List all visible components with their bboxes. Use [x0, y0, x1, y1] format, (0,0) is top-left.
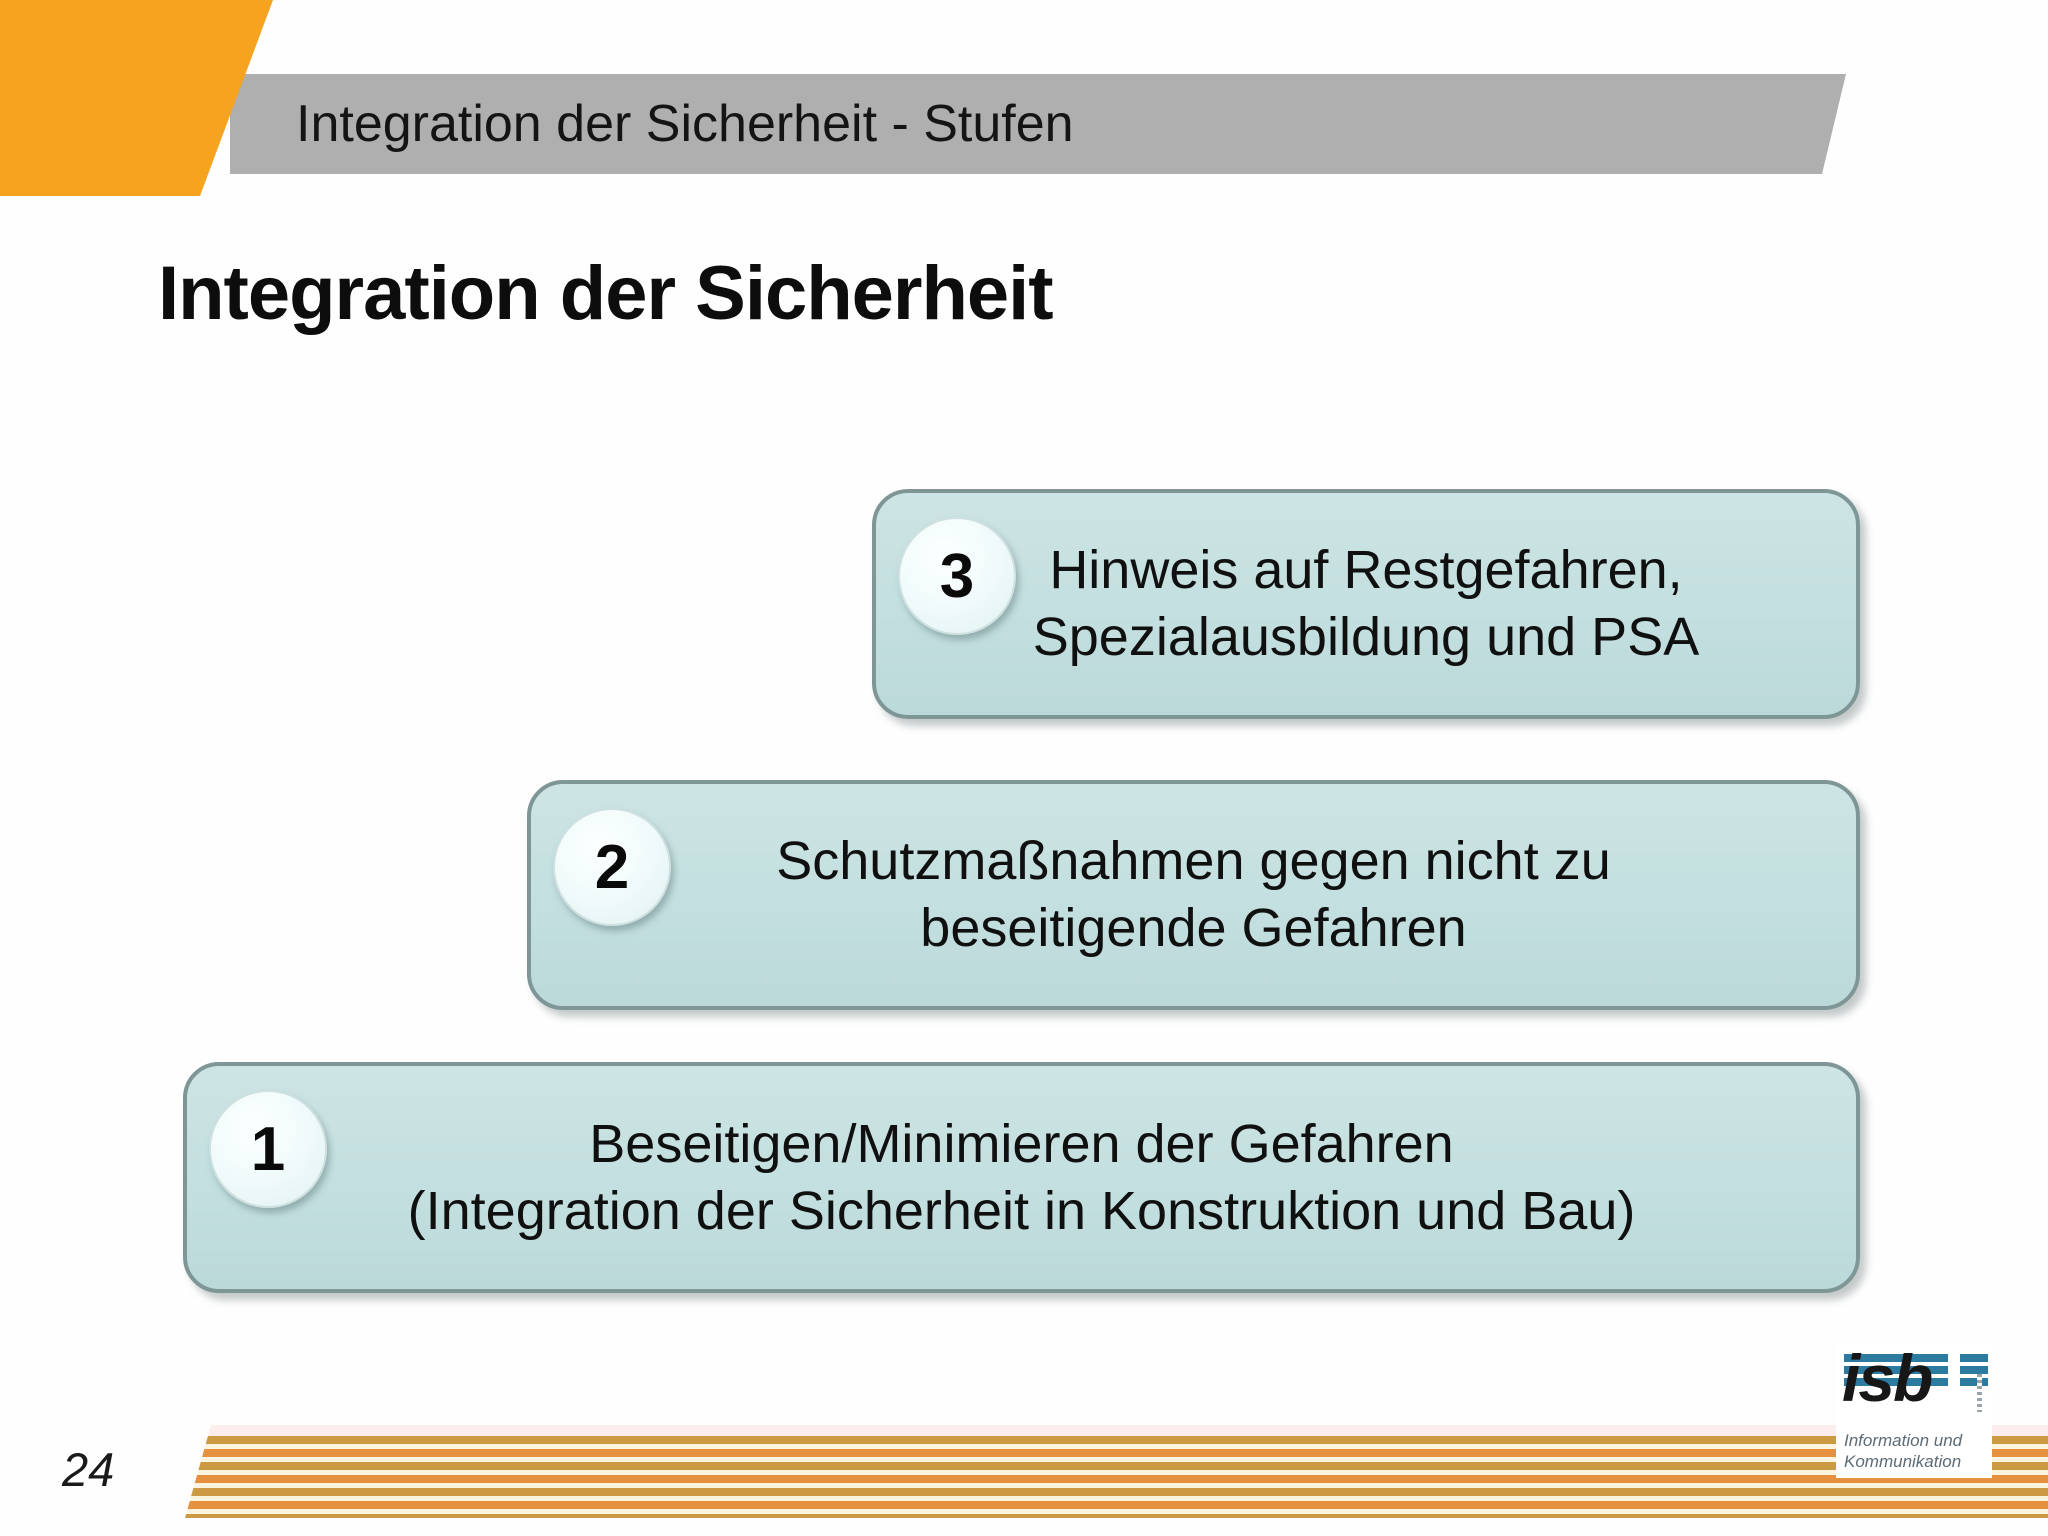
footer-stripe-pink — [185, 1425, 2048, 1436]
header-banner-title: Integration der Sicherheit - Stufen — [296, 95, 1074, 153]
step-text-2: Schutzmaßnahmen gegen nicht zu beseitige… — [776, 828, 1611, 962]
step-text-1: Beseitigen/Minimieren der Gefahren (Inte… — [408, 1111, 1636, 1245]
step-number-badge-2: 2 — [553, 808, 671, 926]
step-text-3: Hinweis auf Restgefahren, Spezialausbild… — [1033, 537, 1699, 671]
isb-logo-bars — [1844, 1354, 1988, 1386]
page-title: Integration der Sicherheit — [158, 251, 1054, 336]
footer-stripe-bands — [185, 1436, 2048, 1518]
step-text-1-line2: (Integration der Sicherheit in Konstrukt… — [407, 1180, 1636, 1241]
isb-logo-subtitle-line1: Information und — [1844, 1431, 1963, 1450]
step-number-1: 1 — [250, 1114, 286, 1184]
step-text-3-line1: Hinweis auf Restgefahren, — [1049, 540, 1683, 600]
step-number-badge-1: 1 — [209, 1090, 327, 1208]
step-number-2: 2 — [594, 832, 630, 902]
isb-logo-fineprint — [1977, 1374, 1982, 1412]
isb-logo: isb Information und Kommunikation — [1836, 1341, 1992, 1478]
isb-logo-subtitle-line2: Kommunikation — [1844, 1452, 1962, 1471]
step-text-3-line2: Spezialausbildung und PSA — [1032, 607, 1700, 667]
isb-logo-wordmark: isb — [1842, 1341, 1933, 1415]
step-box-2: 2 Schutzmaßnahmen gegen nicht zu beseiti… — [527, 780, 1860, 1010]
step-text-2-line1: Schutzmaßnahmen gegen nicht zu — [776, 831, 1611, 891]
step-text-1-line1: Beseitigen/Minimieren der Gefahren — [589, 1113, 1454, 1174]
step-text-2-line2: beseitigende Gefahren — [920, 898, 1467, 958]
isb-logo-subtitle: Information und Kommunikation — [1844, 1430, 1962, 1472]
footer-stripes — [185, 1425, 2048, 1518]
step-box-3: 3 Hinweis auf Restgefahren, Spezialausbi… — [872, 489, 1860, 719]
page-number: 24 — [62, 1443, 115, 1496]
step-box-1: 1 Beseitigen/Minimieren der Gefahren (In… — [183, 1062, 1860, 1293]
header-banner: Integration der Sicherheit - Stufen — [230, 74, 1846, 174]
step-number-3: 3 — [939, 541, 975, 611]
step-number-badge-3: 3 — [898, 517, 1016, 635]
